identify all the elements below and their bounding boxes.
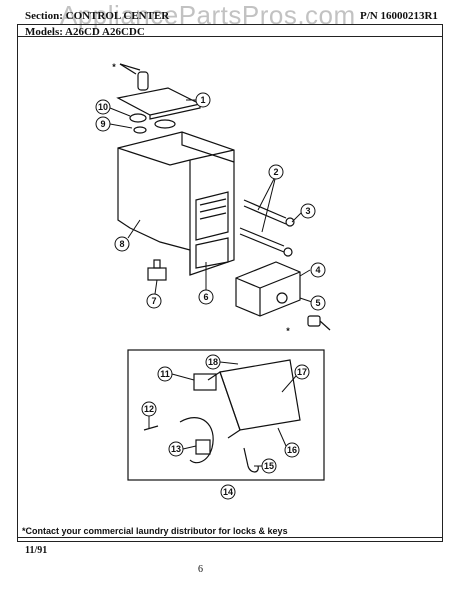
callout-label: 7	[151, 296, 156, 306]
section-value: CONTROL CENTER	[65, 10, 170, 22]
callout-2	[268, 164, 284, 180]
models-line: Models: A26CD A26CDC	[25, 26, 145, 38]
watermark: AppliancePartsPros.com	[60, 0, 356, 30]
nut	[285, 217, 295, 227]
lock-cylinder-top	[119, 63, 149, 91]
callout-label: 16	[287, 445, 297, 455]
callout-label: 10	[98, 102, 108, 112]
callout-13	[168, 441, 184, 457]
callout-label: 11	[160, 369, 170, 379]
callout-3	[300, 203, 316, 219]
callout-label: 3	[305, 206, 310, 216]
callout-label: 13	[171, 444, 181, 454]
page-number: 6	[198, 564, 203, 575]
callout-17	[294, 364, 310, 380]
callout-label: 15	[264, 461, 274, 471]
asterisk-marker: *	[112, 62, 116, 72]
footnote-divider	[17, 537, 443, 538]
callout-label: 4	[315, 265, 320, 275]
section-header: Section: CONTROL CENTER	[25, 10, 169, 22]
callout-15	[261, 458, 277, 474]
callout-11	[157, 366, 173, 382]
screw	[143, 425, 159, 431]
callout-label: 17	[297, 367, 307, 377]
callout-label: 5	[315, 298, 320, 308]
section-label: Section:	[25, 10, 63, 22]
models-label: Models:	[25, 26, 63, 38]
key-lock	[307, 315, 331, 331]
spring-clip	[243, 447, 259, 473]
nut	[283, 247, 293, 257]
callout-label: 9	[100, 119, 105, 129]
part-number: P/N 16000213R1	[360, 10, 438, 22]
rods	[239, 199, 287, 253]
callout-label: 18	[208, 357, 218, 367]
callout-label: 14	[223, 487, 233, 497]
diagram-frame	[17, 24, 443, 542]
asterisk-marker: *	[286, 326, 290, 336]
callout-6	[198, 289, 214, 305]
callout-4	[310, 262, 326, 278]
callout-9	[95, 116, 111, 132]
callout-7	[146, 293, 162, 309]
callout-18	[205, 354, 221, 370]
callout-12	[141, 401, 157, 417]
callout-5	[310, 295, 326, 311]
cable-assembly	[179, 417, 214, 464]
switch	[147, 267, 167, 281]
washer	[129, 113, 147, 123]
coin-slide	[219, 359, 301, 431]
nut	[133, 126, 147, 134]
callout-14	[220, 484, 236, 500]
coin-box	[235, 261, 301, 317]
revision-date: 11/91	[25, 545, 48, 556]
callout-1	[195, 92, 211, 108]
callout-16	[284, 442, 300, 458]
callout-label: 8	[119, 239, 124, 249]
callout-label: 6	[203, 292, 208, 302]
callout-label: 1	[200, 95, 205, 105]
callout-label: 2	[273, 167, 278, 177]
callout-10	[95, 99, 111, 115]
inset-box	[127, 349, 325, 481]
models-value: A26CD A26CDC	[65, 26, 145, 38]
callout-8	[114, 236, 130, 252]
callout-label: 12	[144, 404, 154, 414]
header-divider	[17, 36, 443, 37]
footnote: *Contact your commercial laundry distrib…	[22, 526, 288, 536]
